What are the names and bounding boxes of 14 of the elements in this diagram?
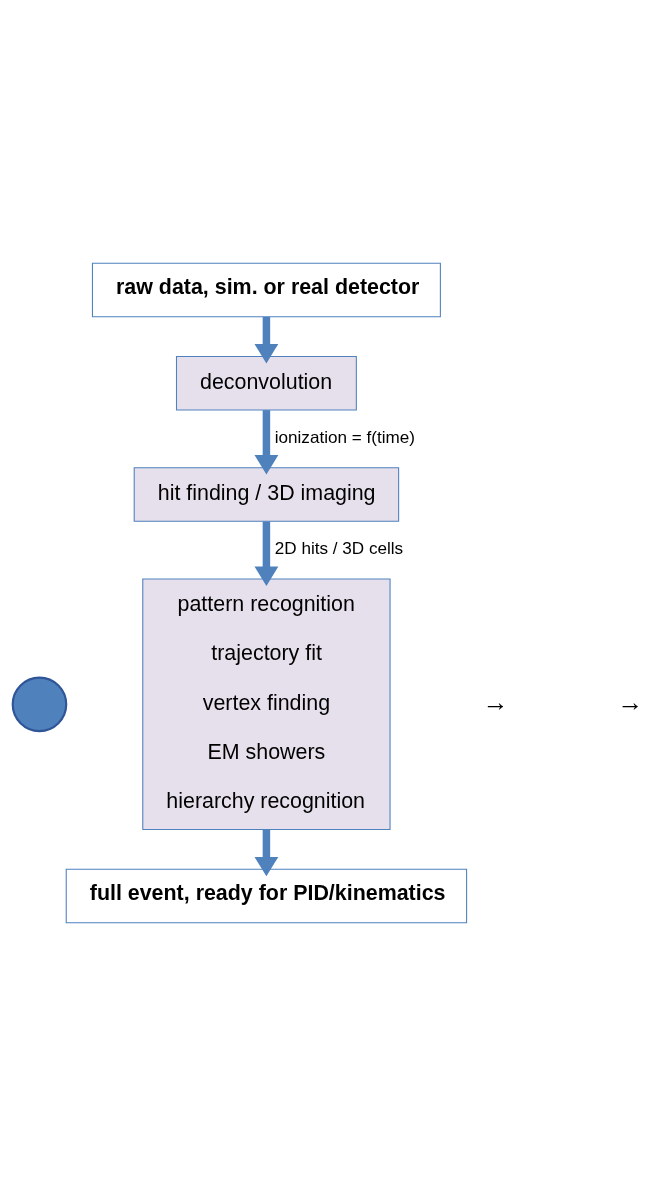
node-box: full event, ready for PID/kinematics (65, 868, 468, 923)
arrow (254, 409, 279, 475)
arrow (254, 316, 279, 363)
edge-label: 2D hits / 3D cells (274, 538, 404, 558)
arrow (254, 520, 279, 586)
node-box: raw data, sim. or real detector (91, 262, 441, 317)
node-circle (11, 676, 68, 732)
node-box: deconvolution (175, 355, 357, 410)
edge-label: ionization = f(time) (274, 427, 415, 447)
label: → (617, 687, 644, 716)
arrow (254, 829, 279, 876)
node-box: hit finding / 3D imaging (133, 466, 400, 522)
node-box: pattern recognition trajectory fit vertex finding EM showers hierarchy recognition (142, 578, 391, 830)
label: → (482, 687, 509, 716)
